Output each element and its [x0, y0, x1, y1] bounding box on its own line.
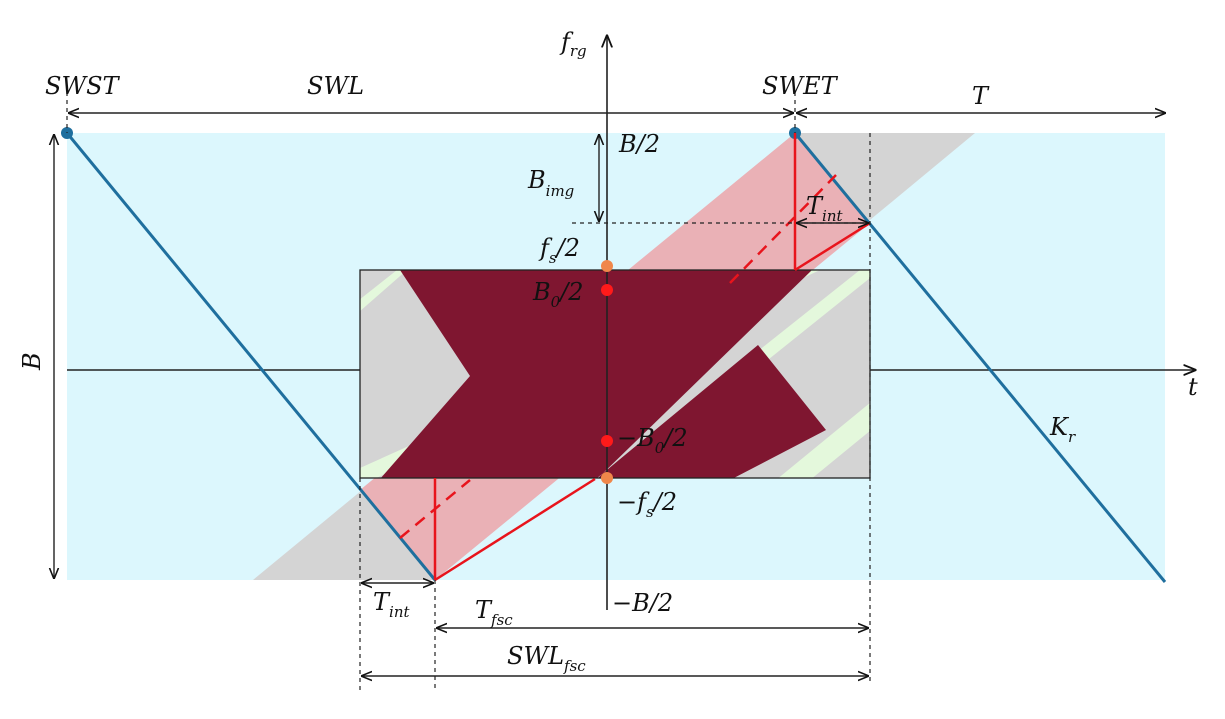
fs-half-label: fs/2	[538, 234, 580, 267]
t-int-bottom-label: Tint	[373, 588, 410, 621]
half-bandwidth-label: B/2	[618, 130, 660, 158]
b0-half-label: B0/2	[532, 278, 584, 311]
chirp-line-right	[793, 132, 1167, 583]
x-axis-label: t	[1188, 373, 1198, 401]
swl-fsc-label: SWLfsc	[507, 642, 586, 675]
kr-label: Kr	[1049, 413, 1076, 446]
b-img-label: Bimg	[527, 166, 574, 200]
t-fsc-label: Tfsc	[475, 596, 513, 629]
swst-label: SWST	[45, 72, 121, 100]
b0-half-marker	[601, 284, 613, 296]
neg-b0-half-marker	[601, 435, 613, 447]
fs-half-marker	[601, 260, 613, 272]
dimension-arrows	[54, 113, 1165, 676]
period-label: T	[972, 82, 990, 110]
red-edge-upper	[794, 221, 871, 272]
red-edge-lower	[434, 477, 596, 582]
swet-label: SWET	[762, 72, 839, 100]
red-dashed-lower	[399, 479, 471, 539]
processing-box-content	[360, 270, 870, 478]
neg-b0-half-label: −B0/2	[617, 424, 688, 457]
t-int-top-label: Tint	[806, 192, 843, 225]
guard-strip-upper	[360, 270, 407, 312]
bandwidth-label: B	[18, 352, 46, 371]
red-dashed-upper	[729, 174, 837, 284]
neg-half-bandwidth-label: −B/2	[612, 589, 673, 617]
y-axis-label: frg	[559, 28, 587, 60]
swl-label: SWL	[307, 72, 364, 100]
valid-band-region	[380, 270, 826, 478]
neg-fs-half-marker	[601, 472, 613, 484]
neg-fs-half-label: −fs/2	[617, 488, 677, 521]
chirp-line-left	[65, 132, 437, 581]
guard-strip-corner	[778, 402, 870, 478]
